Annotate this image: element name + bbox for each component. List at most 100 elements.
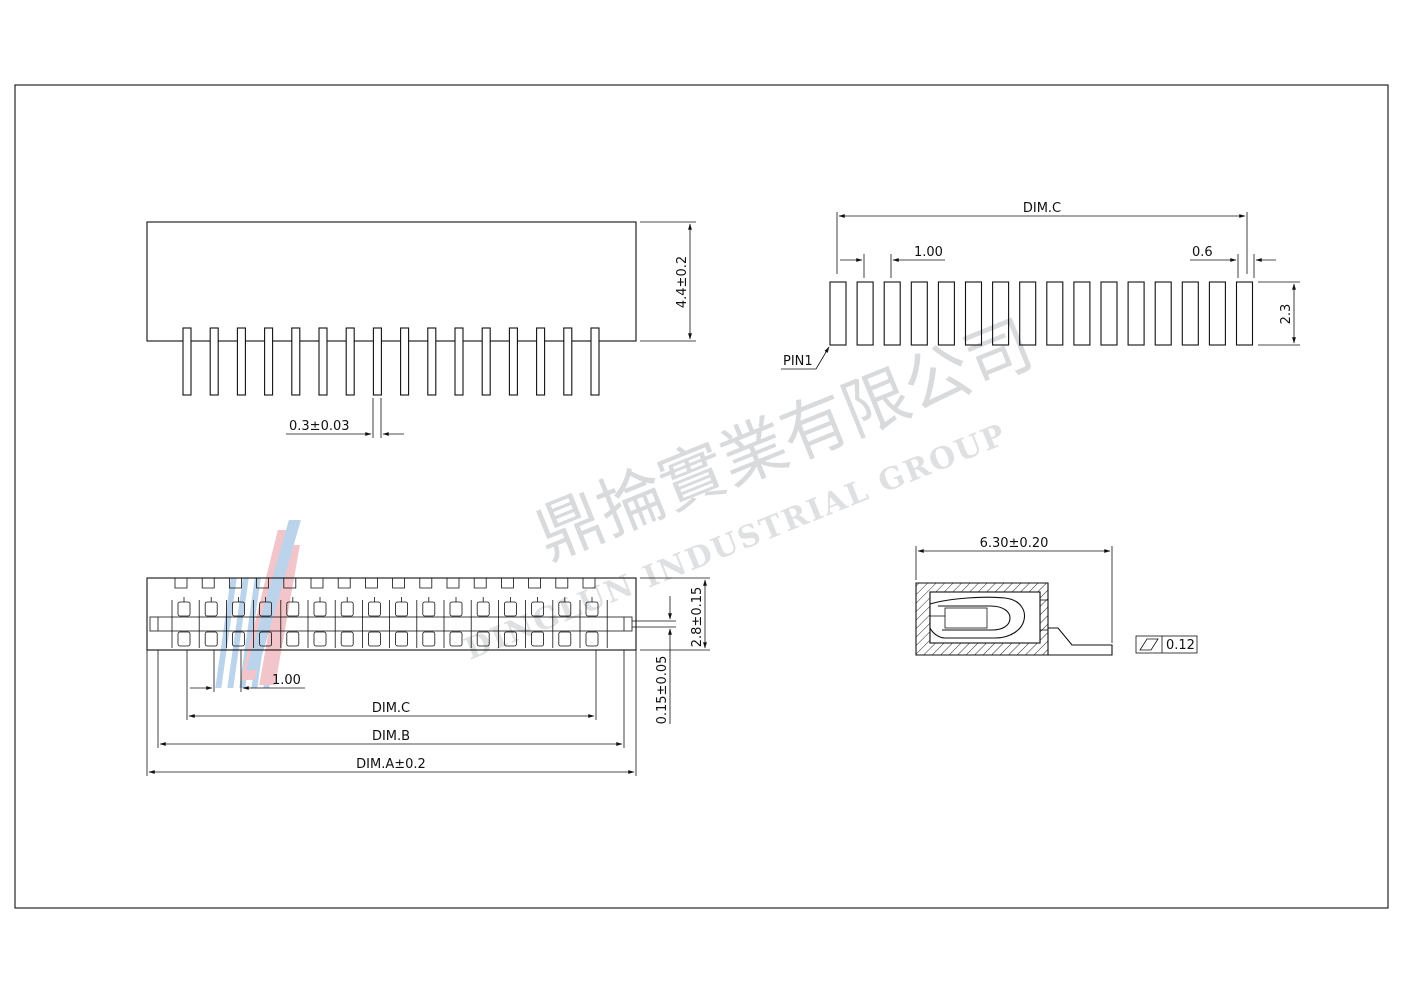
front-view-contact-lower	[531, 631, 544, 647]
side-view-pins	[829, 281, 1254, 346]
front-view-contact-lower	[395, 631, 409, 647]
top-view-pin	[454, 327, 464, 396]
front-view-notch	[337, 578, 351, 589]
front-view-contact-lower	[313, 631, 327, 647]
watermark-logo-icon	[215, 520, 301, 688]
front-view-notch	[283, 578, 297, 589]
side-view-pin	[1073, 281, 1091, 346]
top-view-pin	[345, 327, 355, 396]
front-view-contact-lower	[231, 631, 245, 647]
side-view-pitch-dim: 1.00	[914, 245, 943, 260]
front-view-pitch-dim: 1.00	[272, 673, 301, 688]
front-view-height-dim: 2.8±0.15	[690, 587, 705, 648]
top-view-pin	[508, 327, 518, 396]
front-view-dim-a: DIM.A±0.2	[356, 757, 426, 772]
top-view-pin	[318, 327, 328, 396]
front-view-cavity	[149, 616, 633, 632]
side-view-pin1-label: PIN1	[783, 354, 813, 369]
side-view-height-dim: 2.3	[1279, 304, 1294, 325]
front-view-contact-lower	[286, 631, 300, 647]
top-view-pin	[590, 327, 600, 396]
top-view-pin	[481, 327, 491, 396]
front-view-contact-lower	[476, 631, 490, 647]
side-view-pin	[1100, 281, 1118, 346]
top-view-pin	[536, 327, 546, 396]
top-view-pin	[236, 327, 246, 396]
front-view-contact-upper	[422, 601, 436, 617]
side-view-pin	[883, 281, 901, 346]
side-view-pin	[1208, 281, 1226, 346]
front-view-contact-upper	[340, 601, 354, 617]
front-view-contact-lower	[204, 631, 218, 647]
side-view-pin	[964, 281, 983, 346]
flatness-symbol-icon	[1139, 638, 1159, 651]
front-view-notch	[392, 578, 405, 589]
top-view-pin	[427, 327, 437, 396]
front-view-dim-b: DIM.B	[372, 729, 410, 744]
section-view-width-dim: 6.30±0.20	[980, 536, 1049, 551]
side-view-pin	[829, 281, 847, 346]
front-view-contact-upper	[313, 601, 327, 617]
front-view-contact-lower	[367, 631, 381, 647]
top-view-pin	[264, 327, 274, 396]
side-view-pin	[1181, 281, 1199, 346]
front-view-notch	[310, 578, 324, 589]
top-view-body	[146, 221, 637, 342]
side-view-pin	[1235, 281, 1254, 346]
top-view-pin	[291, 327, 301, 396]
front-view-contact-upper	[395, 601, 409, 617]
side-view-pin	[992, 281, 1010, 346]
side-view-pin	[1154, 281, 1172, 346]
front-view-standoff-dim: 0.15±0.05	[655, 656, 670, 725]
section-view-contact	[929, 596, 1026, 639]
front-view-contact-upper	[367, 601, 381, 617]
top-view-pin	[372, 327, 382, 396]
top-view-pins	[182, 327, 600, 396]
front-view-notch	[229, 578, 242, 589]
front-view-notch	[256, 578, 269, 589]
front-view-notch	[555, 578, 569, 589]
front-view-contact-lower	[503, 631, 517, 647]
front-view-notch	[201, 578, 215, 589]
front-view-contact-lower	[422, 631, 436, 647]
front-view: 2.8±0.15 0.15±0.05 1.00 DIM.C DIM.B DIM.…	[146, 577, 710, 776]
drawing-border	[14, 84, 1389, 909]
side-view: DIM.C 1.00 0.6 2.3 PIN1	[781, 201, 1300, 370]
section-view-flatness-frame	[1135, 635, 1198, 654]
front-view-contact-upper	[449, 601, 463, 617]
top-view-pin-width-dim: 0.3±0.03	[289, 419, 350, 434]
front-view-contact-upper	[177, 601, 191, 617]
side-view-pin	[910, 281, 928, 346]
front-view-contact-upper	[476, 601, 490, 617]
front-view-contact-lower	[259, 631, 273, 647]
front-view-contact-lower	[585, 631, 599, 647]
front-view-notch	[501, 578, 514, 589]
side-view-pin	[1127, 281, 1145, 346]
section-view-pin-tail	[1048, 627, 1113, 656]
front-view-dim-c: DIM.C	[372, 701, 410, 716]
side-view-dim-c: DIM.C	[1023, 201, 1061, 216]
section-view: 6.30±0.20 0.12	[915, 536, 1198, 656]
top-view: 4.4±0.2 0.3±0.03	[146, 221, 696, 438]
section-view-flatness-value: 0.12	[1166, 638, 1195, 653]
top-view-pin	[209, 327, 219, 396]
side-view-pin	[856, 281, 874, 346]
front-view-notch	[582, 578, 596, 589]
top-view-height-dim: 4.4±0.2	[675, 256, 690, 308]
front-view-contact-lower	[558, 631, 572, 647]
front-view-notch	[419, 578, 433, 589]
front-view-notch	[473, 578, 487, 589]
front-view-contact-lower	[449, 631, 463, 647]
top-view-pin	[182, 327, 192, 396]
front-view-contact-upper	[204, 601, 218, 617]
side-view-pin	[1019, 281, 1037, 346]
front-view-notch	[528, 578, 541, 589]
front-view-notch	[174, 578, 188, 589]
front-view-contact-lower	[340, 631, 354, 647]
side-view-pin	[937, 281, 955, 346]
side-view-pin-thickness-dim: 0.6	[1192, 245, 1213, 260]
top-view-pin	[400, 327, 410, 396]
front-view-contact-lower	[177, 631, 191, 647]
front-view-notch	[446, 578, 460, 589]
